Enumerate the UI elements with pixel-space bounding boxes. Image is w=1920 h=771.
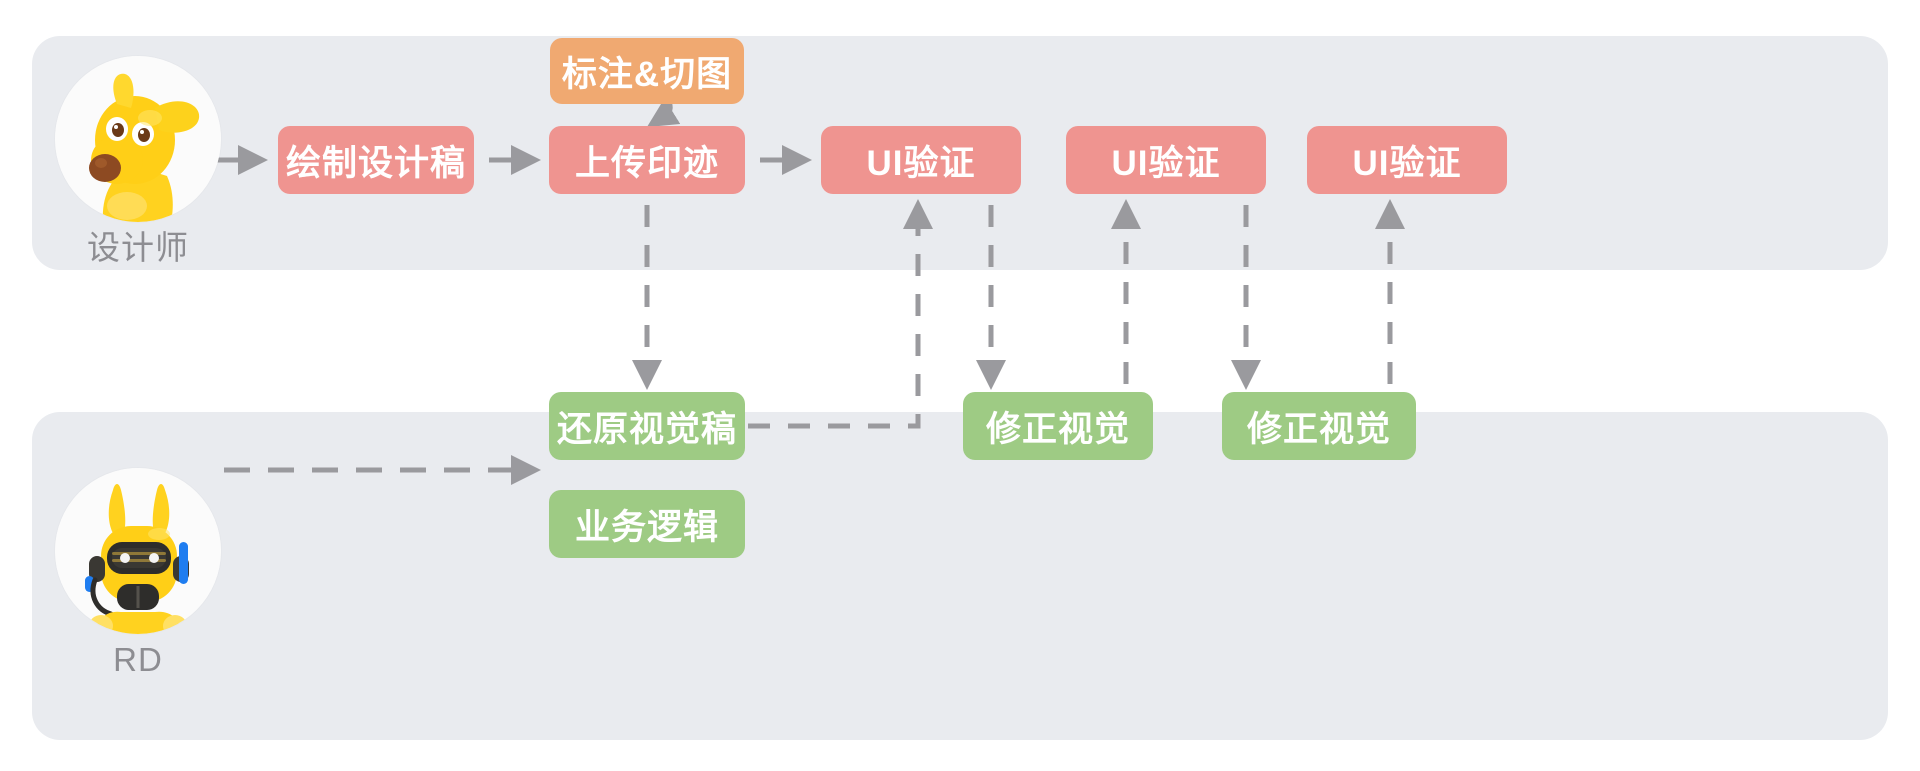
node-upload-yinji[interactable]: 上传印迹 [549,126,745,194]
node-ui-verification-2[interactable]: UI验证 [1066,126,1266,194]
robot-rabbit-avatar [55,468,221,634]
designer-role-label: 设计师 [87,229,189,266]
node-restore-visual-draft[interactable]: 还原视觉稿 [549,392,745,460]
node-fix-visual-2[interactable]: 修正视觉 [1222,392,1416,460]
node-fix-visual-1[interactable]: 修正视觉 [963,392,1153,460]
designer-avatar-group: 设计师 [55,56,221,266]
node-ui-verification-1[interactable]: UI验证 [821,126,1021,194]
rd-role-label: RD [113,641,163,678]
node-business-logic[interactable]: 业务逻辑 [549,490,745,558]
node-ui-verification-3[interactable]: UI验证 [1307,126,1507,194]
node-draw-design-draft[interactable]: 绘制设计稿 [278,126,474,194]
swimlane-rd [32,412,1888,740]
rd-avatar-group: RD [55,468,221,678]
node-annotate-and-slice[interactable]: 标注&切图 [550,38,744,104]
dog-avatar [55,56,221,222]
